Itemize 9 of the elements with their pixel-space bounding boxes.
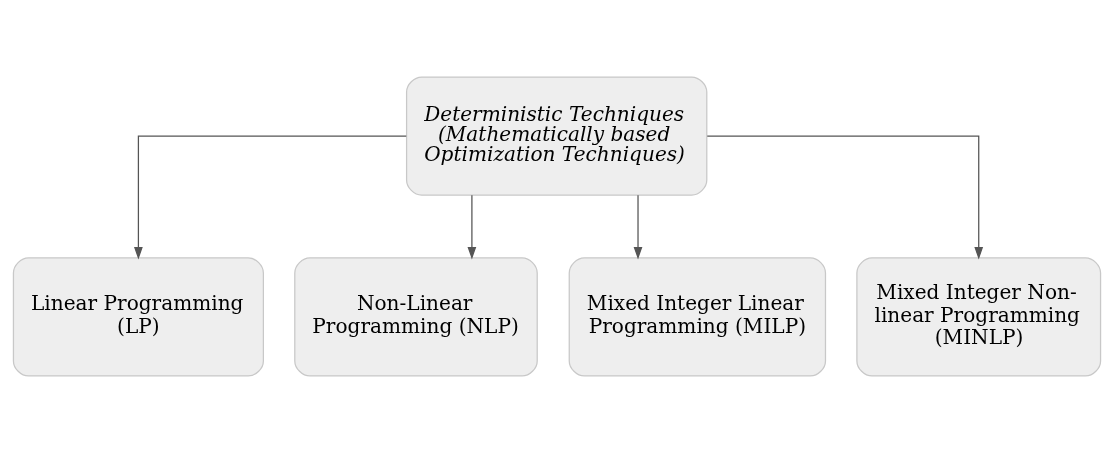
node-box: Linear Programming (LP) (12, 257, 264, 377)
node-box: Mixed Integer Linear Programming (MILP) (568, 257, 827, 377)
node-box: Mixed Integer Non-linear Programming (MINLP) (856, 257, 1102, 377)
arrow (134, 135, 407, 260)
arrow (633, 194, 643, 260)
node-box: Non-Linear Programming (NLP) (294, 257, 538, 377)
arrow (706, 135, 984, 260)
node-box: Deterministic Techniques (Mathematically based Optimization Techniques) (405, 76, 708, 196)
arrow (467, 194, 477, 260)
